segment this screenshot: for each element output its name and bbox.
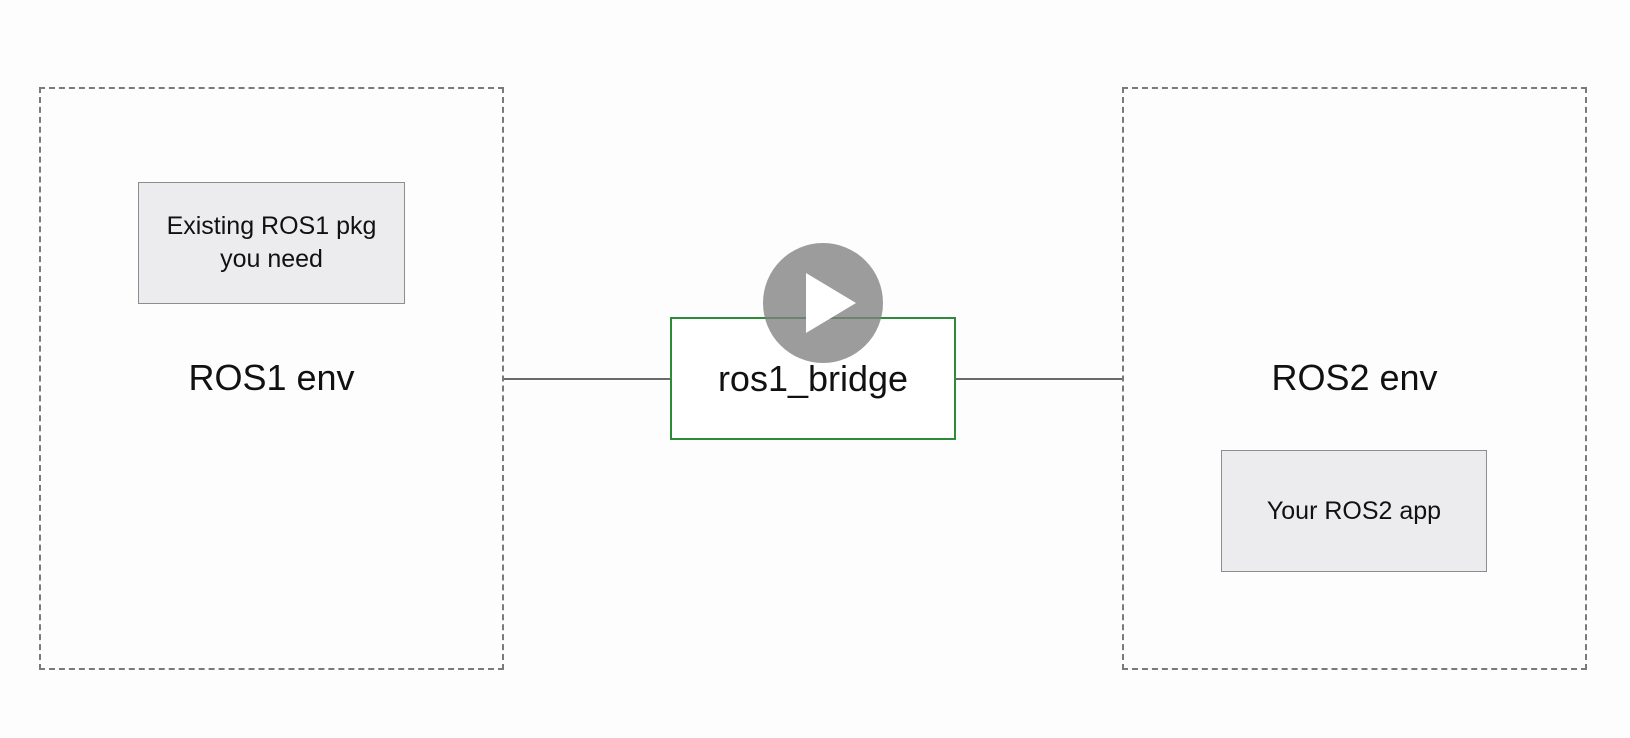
ros2-app-box: Your ROS2 app (1221, 450, 1487, 572)
ros1-package-box: Existing ROS1 pkg you need (138, 182, 405, 304)
ros1-env-label: ROS1 env (188, 357, 355, 398)
play-icon (806, 273, 856, 333)
ros2-env-container (1122, 87, 1587, 670)
ros2-app-label: Your ROS2 app (1266, 496, 1442, 525)
play-button[interactable] (763, 243, 883, 363)
ros1-bridge-label: ros1_bridge (717, 357, 909, 399)
connector-left (504, 378, 671, 380)
connector-right (955, 378, 1123, 380)
ros2-env-label: ROS2 env (1271, 357, 1438, 398)
ros1-env-container (39, 87, 504, 670)
ros1-package-label: Existing ROS1 pkg you need (166, 212, 377, 273)
